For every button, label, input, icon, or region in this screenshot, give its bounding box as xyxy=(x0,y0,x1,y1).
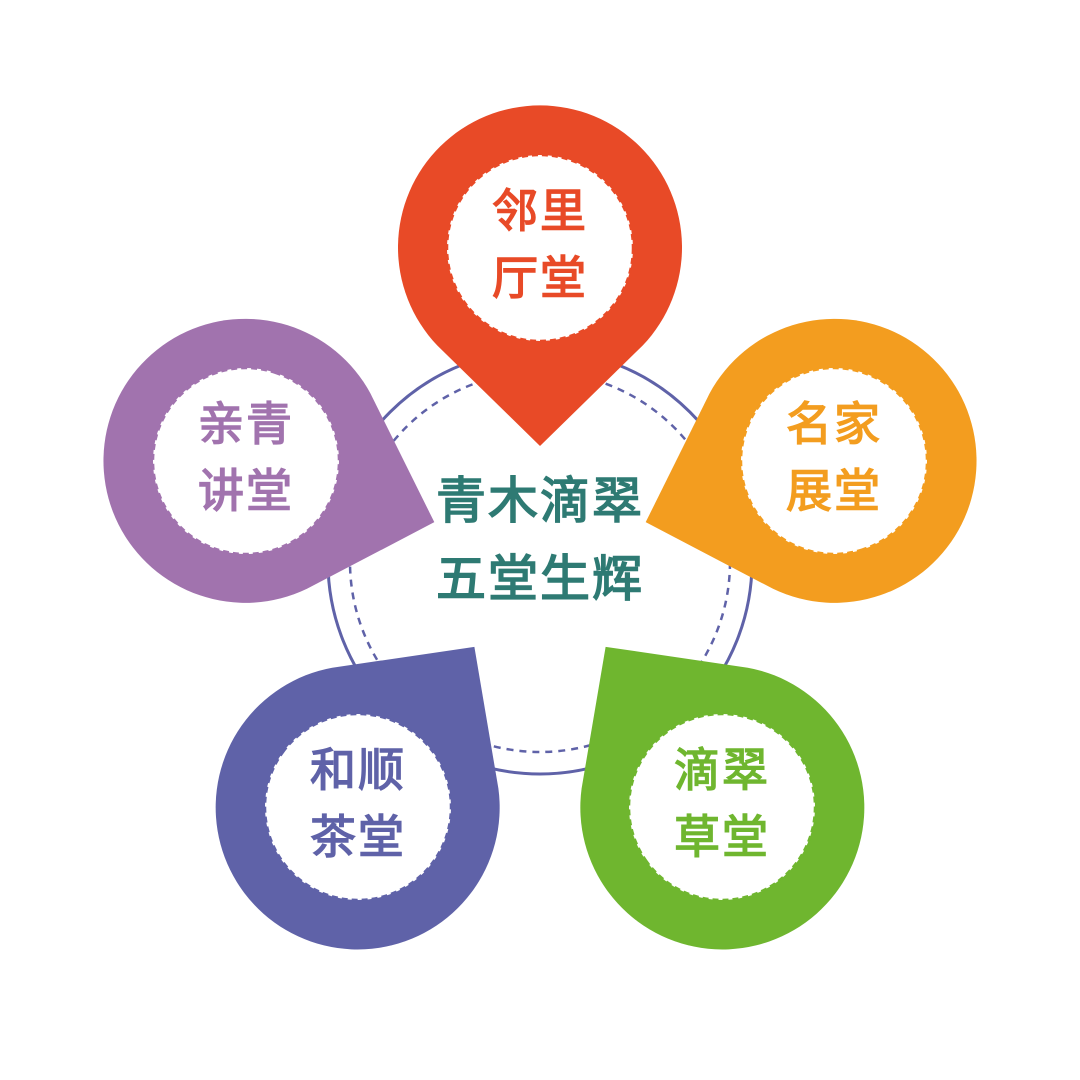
pin-heshun: 和顺 茶堂 xyxy=(215,646,500,950)
pin-linli: 邻里 厅堂 xyxy=(398,105,682,446)
pin-dicui-line2: 草堂 xyxy=(674,810,770,864)
center-title: 青木滴翠 五堂生辉 xyxy=(436,471,644,608)
pin-mingjia-line2: 展堂 xyxy=(786,464,882,518)
pins-layer: 邻里 厅堂 名家 展堂 滴翠 草堂 xyxy=(103,105,977,950)
pin-dicui: 滴翠 草堂 xyxy=(580,646,865,950)
pin-heshun-dashed-ring xyxy=(263,712,453,902)
pin-dicui-line1: 滴翠 xyxy=(674,743,770,797)
pin-qinqing-line2: 讲堂 xyxy=(198,464,294,518)
pin-qinqing-dashed-ring xyxy=(151,366,341,556)
pin-mingjia-dashed-ring xyxy=(739,366,929,556)
pin-mingjia-line1: 名家 xyxy=(786,397,882,451)
center-title-line1: 青木滴翠 xyxy=(436,471,644,530)
center-title-line2: 五堂生辉 xyxy=(436,549,644,608)
pin-mingjia: 名家 展堂 xyxy=(645,318,977,603)
pin-qinqing: 亲青 讲堂 xyxy=(103,318,435,603)
pin-qinqing-line1: 亲青 xyxy=(198,397,294,451)
pin-heshun-line2: 茶堂 xyxy=(310,810,406,864)
pin-linli-line2: 厅堂 xyxy=(492,251,588,305)
pin-linli-line1: 邻里 xyxy=(492,184,588,238)
pin-linli-dashed-ring xyxy=(445,153,635,343)
pin-heshun-line1: 和顺 xyxy=(310,743,406,797)
pin-dicui-dashed-ring xyxy=(627,712,817,902)
